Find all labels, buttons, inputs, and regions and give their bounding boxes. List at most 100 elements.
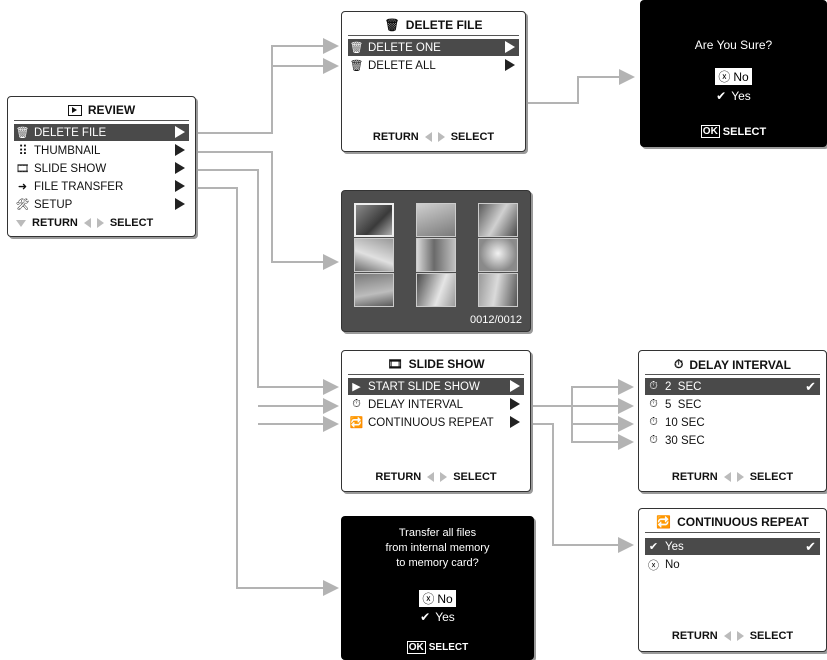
option-no[interactable]: ⓧ No	[648, 558, 680, 572]
divider	[14, 120, 189, 121]
menu-item-start-slide-show[interactable]: ▶ START SLIDE SHOW	[348, 378, 524, 395]
menu-item-delete-file[interactable]: 🗑 DELETE FILE	[14, 124, 189, 141]
transfer-no-option[interactable]: ⓧ No	[341, 590, 534, 607]
review-title: REVIEW	[8, 103, 195, 117]
delay-interval-panel: ⏱ DELAY INTERVAL ⏱ 2 SEC ✔ ⏱ 5 SEC ⏱ 10 …	[638, 350, 827, 492]
slide-show-footer: RETURN SELECT	[342, 471, 530, 483]
return-label[interactable]: RETURN	[372, 131, 419, 143]
confirm-footer: OK SELECT	[640, 125, 827, 138]
delay-interval-footer: RETURN SELECT	[639, 471, 826, 483]
transfer-message: Transfer all files from internal memory …	[385, 527, 490, 569]
menu-item-setup[interactable]: 🛠 SETUP	[14, 196, 189, 213]
delay-interval-title: ⏱ DELAY INTERVAL	[674, 357, 791, 372]
divider	[645, 532, 820, 533]
select-label[interactable]: SELECT	[109, 217, 154, 229]
transfer-yes-option[interactable]: ✔ Yes	[420, 610, 455, 624]
select-label[interactable]: SELECT	[749, 471, 794, 483]
delete-file-title: 🗑 DELETE FILE	[384, 18, 483, 32]
repeat-icon: 🔁	[656, 515, 672, 529]
menu-item-delete-all[interactable]: 🗑 DELETE ALL	[348, 57, 519, 74]
select-label[interactable]: SELECT	[722, 125, 767, 138]
menu-item-slide-show[interactable]: 🎞 SLIDE SHOW	[14, 160, 189, 177]
thumbnail-3[interactable]	[478, 203, 518, 237]
menu-item-delay-interval[interactable]: ⏱ DELAY INTERVAL	[348, 396, 524, 413]
review-menu-panel: REVIEW 🗑 DELETE FILE ⠿ THUMBNAIL 🎞 SLIDE…	[7, 96, 196, 237]
thumbnail-9[interactable]	[478, 273, 518, 307]
thumbnail-4[interactable]	[354, 238, 394, 272]
repeat-icon: 🔁	[349, 417, 364, 429]
transfer-footer: OK SELECT	[341, 641, 534, 654]
delete-file-footer: RETURN SELECT	[342, 131, 525, 143]
arrow-right-icon	[505, 59, 515, 71]
timer-10-icon: ⏱	[649, 416, 658, 428]
slideshow-icon: ▶	[352, 381, 361, 393]
select-label[interactable]: SELECT	[428, 642, 469, 653]
arrow-right-icon	[505, 41, 515, 53]
menu-item-file-transfer[interactable]: ➜ FILE TRANSFER	[14, 178, 189, 195]
trash-icon: 🗑	[15, 127, 30, 139]
delete-file-panel: 🗑 DELETE FILE 🗑 DELETE ONE 🗑 DELETE ALL …	[341, 11, 526, 152]
arrow-right-icon	[175, 198, 185, 210]
arrow-right-icon	[175, 180, 185, 192]
menu-item-thumbnail[interactable]: ⠿ THUMBNAIL	[14, 142, 189, 159]
return-label[interactable]: RETURN	[32, 217, 78, 229]
timer-30-icon: ⏱	[649, 434, 658, 446]
return-label[interactable]: RETURN	[671, 471, 718, 483]
arrow-left-icon	[427, 472, 435, 482]
option-30-sec[interactable]: ⏱ 30 SEC	[645, 432, 820, 449]
continuous-repeat-footer: RETURN SELECT	[639, 630, 826, 642]
arrow-right-icon	[736, 472, 744, 482]
option-10-sec[interactable]: ⏱ 10 SEC	[645, 414, 820, 431]
setup-icon: 🛠	[15, 199, 30, 211]
play-icon	[67, 104, 82, 116]
arrow-right-icon	[96, 218, 104, 228]
thumbnail-1[interactable]	[354, 203, 394, 237]
arrow-right-icon	[175, 144, 185, 156]
thumbnail-6[interactable]	[478, 238, 518, 272]
arrow-down-icon	[16, 219, 26, 227]
thumbnail-5[interactable]	[416, 238, 456, 272]
arrow-right-icon	[510, 416, 520, 428]
trash-icon: 🗑	[349, 42, 364, 54]
thumbnail-2[interactable]	[416, 203, 456, 237]
film-icon: 🎞	[15, 163, 30, 175]
timer-icon: ⏱	[352, 398, 361, 410]
continuous-repeat-panel: 🔁 CONTINUOUS REPEAT ✔ Yes ✔ ⓧ No RETURN …	[638, 508, 827, 652]
menu-item-continuous-repeat[interactable]: 🔁 CONTINUOUS REPEAT	[348, 414, 524, 431]
return-label[interactable]: RETURN	[375, 471, 422, 483]
transfer-icon: ➜	[17, 181, 28, 193]
timer-5-icon: ⏱	[649, 398, 658, 410]
film-icon: 🎞	[387, 357, 403, 371]
arrow-right-icon	[175, 162, 185, 174]
arrow-left-icon	[83, 218, 91, 228]
option-2-sec[interactable]: ⏱ 2 SEC ✔	[645, 378, 820, 395]
thumbnail-counter: 0012/0012	[470, 314, 522, 326]
check-icon: ✔	[648, 541, 659, 553]
review-footer: RETURN SELECT	[16, 217, 195, 229]
check-icon: ✔	[805, 538, 816, 554]
cancel-circle-icon: ⓧ	[718, 70, 731, 84]
arrow-left-icon	[723, 472, 731, 482]
confirm-yes-option[interactable]: ✔ Yes	[716, 89, 751, 103]
trash-icon: 🗑	[384, 18, 400, 32]
ok-icon: OK	[700, 125, 720, 138]
trash-all-icon: 🗑	[349, 60, 364, 72]
thumbnail-8[interactable]	[416, 273, 456, 307]
option-yes[interactable]: ✔ Yes ✔	[645, 538, 820, 555]
slide-show-title: 🎞 SLIDE SHOW	[387, 357, 485, 371]
menu-item-delete-one[interactable]: 🗑 DELETE ONE	[348, 39, 519, 56]
select-label[interactable]: SELECT	[453, 471, 497, 483]
divider	[348, 35, 519, 36]
option-5-sec[interactable]: ⏱ 5 SEC	[645, 396, 820, 413]
return-label[interactable]: RETURN	[671, 630, 718, 642]
thumbnail-7[interactable]	[354, 273, 394, 307]
divider	[645, 374, 820, 375]
arrow-left-icon	[424, 132, 432, 142]
timer-icon: ⏱	[674, 357, 684, 371]
select-label[interactable]: SELECT	[450, 131, 495, 143]
confirm-no-option[interactable]: ⓧ No	[640, 68, 827, 85]
arrow-right-icon	[440, 472, 448, 482]
select-label[interactable]: SELECT	[749, 630, 794, 642]
arrow-right-icon	[510, 380, 520, 392]
thumbnail-grid-panel: 0012/0012	[341, 190, 531, 332]
